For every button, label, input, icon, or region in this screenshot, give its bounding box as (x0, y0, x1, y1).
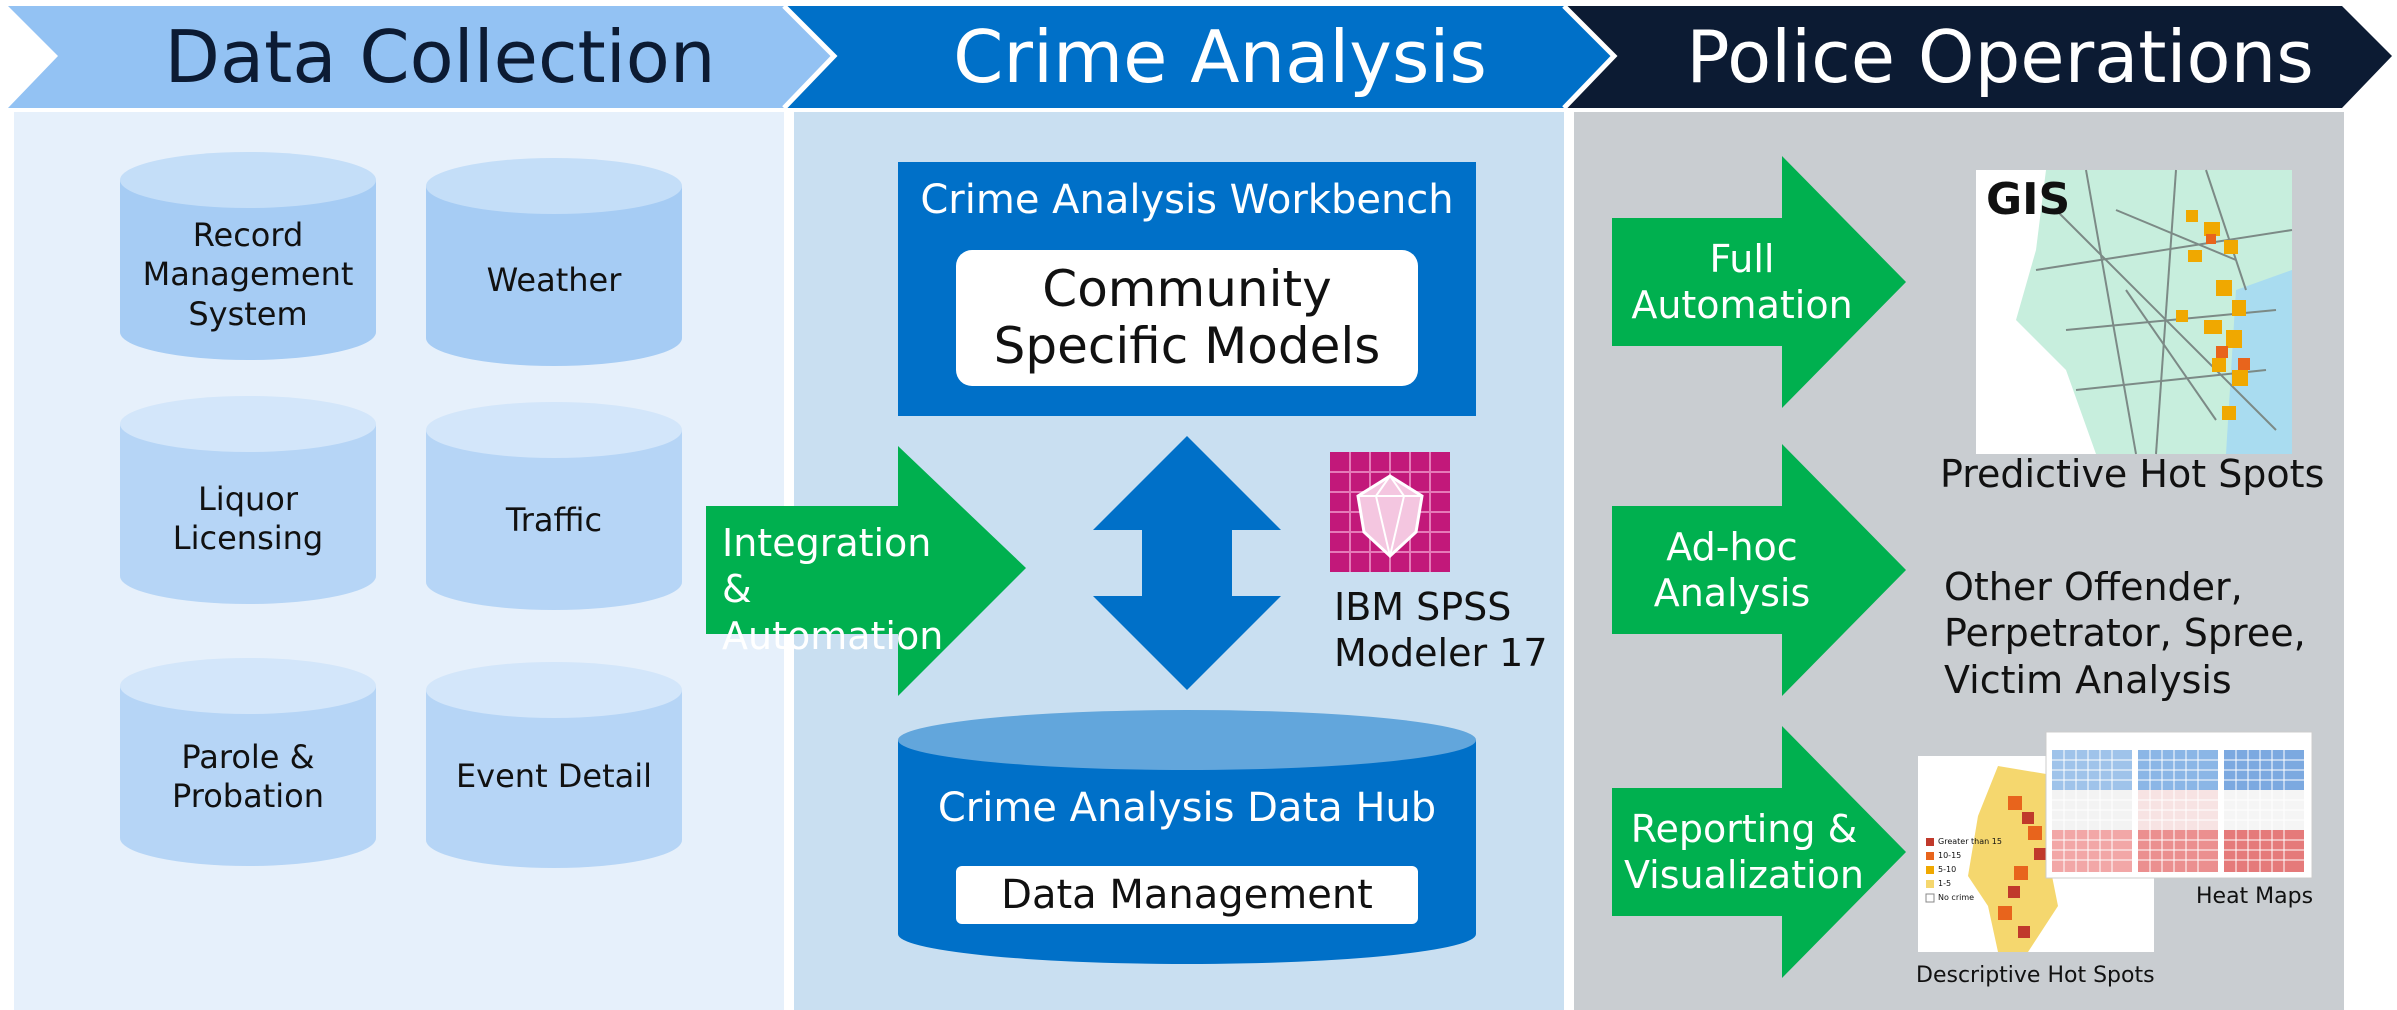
legend-item: No crime (1938, 893, 1975, 902)
source-event-detail: Event Detail (455, 757, 653, 796)
source-liquor-licensing: Liquor Licensing (172, 479, 324, 557)
predictive-hot-spots-label: Predictive Hot Spots (1940, 452, 2325, 496)
spss-label: IBM SPSS Modeler 17 (1334, 585, 1548, 676)
stage3-title: Police Operations (1686, 15, 2314, 99)
adhoc-analysis-arrow (1612, 444, 1906, 696)
data-hub-title: Crime Analysis Data Hub (937, 785, 1437, 831)
bidirectional-arrow (1093, 436, 1281, 690)
source-traffic: Traffic (505, 501, 603, 540)
cylinder-event-detail (426, 662, 682, 868)
cylinder-liquor-licensing (120, 396, 376, 604)
header-chevrons (8, 4, 2392, 110)
offender-analysis-label: Other Offender, Perpetrator, Spree, Vict… (1944, 565, 2306, 702)
stage1-title: Data Collection (164, 15, 716, 99)
gis-label: GIS (1986, 174, 2071, 225)
stage1-chevron (8, 6, 834, 108)
legend-item: 5-10 (1938, 865, 1957, 874)
integration-arrow-label: Integration & Automation (722, 521, 944, 658)
models-box (956, 250, 1418, 386)
source-record-management: Record Management System (142, 216, 354, 333)
legend-item: Greater than 15 (1938, 837, 2002, 846)
hot-spot-legend (1925, 838, 1935, 903)
community-specific-models: Community Specific Models (993, 259, 1381, 375)
legend-item: 10-15 (1938, 851, 1962, 860)
source-parole-probation: Parole & Probation (172, 737, 324, 815)
adhoc-analysis-label: Ad-hoc Analysis (1653, 524, 1811, 615)
integration-arrow (706, 446, 1026, 696)
full-automation-arrow (1612, 156, 1906, 408)
cylinder-parole-probation (120, 658, 376, 866)
spss-icon (1330, 452, 1450, 572)
data-source-cylinders (120, 152, 682, 868)
heat-grid (2052, 750, 2304, 872)
descriptive-hot-spots-label: Descriptive Hot Spots (1916, 963, 2155, 988)
stage3-chevron (1564, 6, 2392, 108)
data-management-label: Data Management (1001, 872, 1373, 918)
cylinder-weather (426, 158, 682, 366)
stage2-chevron (784, 6, 1614, 108)
legend-item: 1-5 (1938, 879, 1952, 888)
heat-maps (2045, 731, 2313, 879)
full-automation-label: Full Automation (1631, 236, 1853, 327)
heat-maps-label: Heat Maps (2196, 884, 2314, 909)
reporting-label: Reporting & Visualization (1623, 806, 1865, 897)
data-management-box (956, 866, 1418, 924)
reporting-arrow (1612, 726, 1906, 978)
workbench-title: Crime Analysis Workbench (920, 177, 1454, 223)
cylinder-record-management (120, 152, 376, 360)
legend-labels: Greater than 15 10-15 5-10 1-5 No crime (1938, 835, 2002, 905)
cylinder-traffic (426, 402, 682, 610)
stage2-title: Crime Analysis (953, 15, 1487, 99)
gis-map (1976, 169, 2293, 455)
source-weather: Weather (486, 261, 622, 300)
